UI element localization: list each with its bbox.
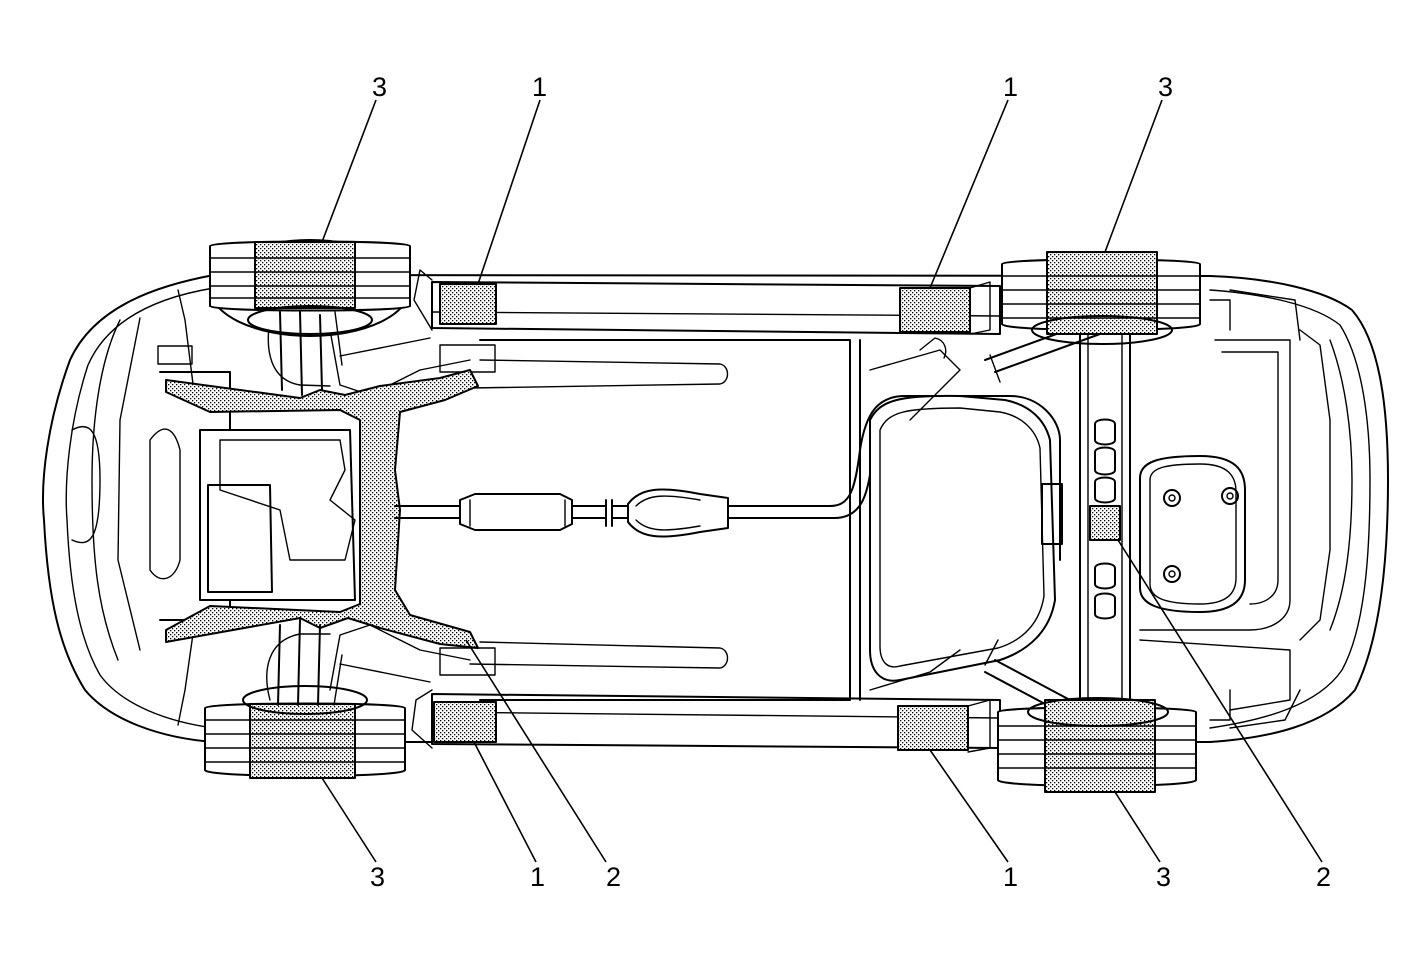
callout-top-left-pad: 1 (532, 72, 547, 102)
rocker-panels (431, 281, 1001, 749)
front-wheels (204, 239, 411, 779)
callout-top-right-wheel: 3 (1158, 72, 1173, 102)
callout-bottom-right-pad: 1 (1003, 862, 1018, 892)
lift-pad-rear-right-bottom (897, 705, 969, 751)
callout-top-left-wheel: 3 (372, 72, 387, 102)
callout-bottom-left-wheel: 3 (370, 862, 385, 892)
rear-wheels (997, 251, 1201, 793)
floor-pan (469, 339, 861, 701)
leader-lines (321, 99, 1323, 863)
lift-pad-front-left-bottom (433, 701, 497, 743)
callout-top-right-pad: 1 (1003, 72, 1018, 102)
rear-frame-lift-point (1089, 505, 1121, 541)
callout-bottom-left-pad: 1 (530, 862, 545, 892)
front-crossmember (165, 369, 479, 649)
callout-labels: 3 1 1 3 3 1 2 1 3 2 (370, 72, 1331, 892)
lift-pads (411, 269, 991, 753)
callout-bottom-right-wheel: 3 (1156, 862, 1171, 892)
rear-underbody (869, 299, 1291, 721)
lift-pad-front-left-top (439, 283, 497, 325)
lift-pad-rear-right-top (899, 287, 971, 333)
callout-bottom-left-frame: 2 (606, 862, 621, 892)
callout-bottom-right-frame: 2 (1316, 862, 1331, 892)
